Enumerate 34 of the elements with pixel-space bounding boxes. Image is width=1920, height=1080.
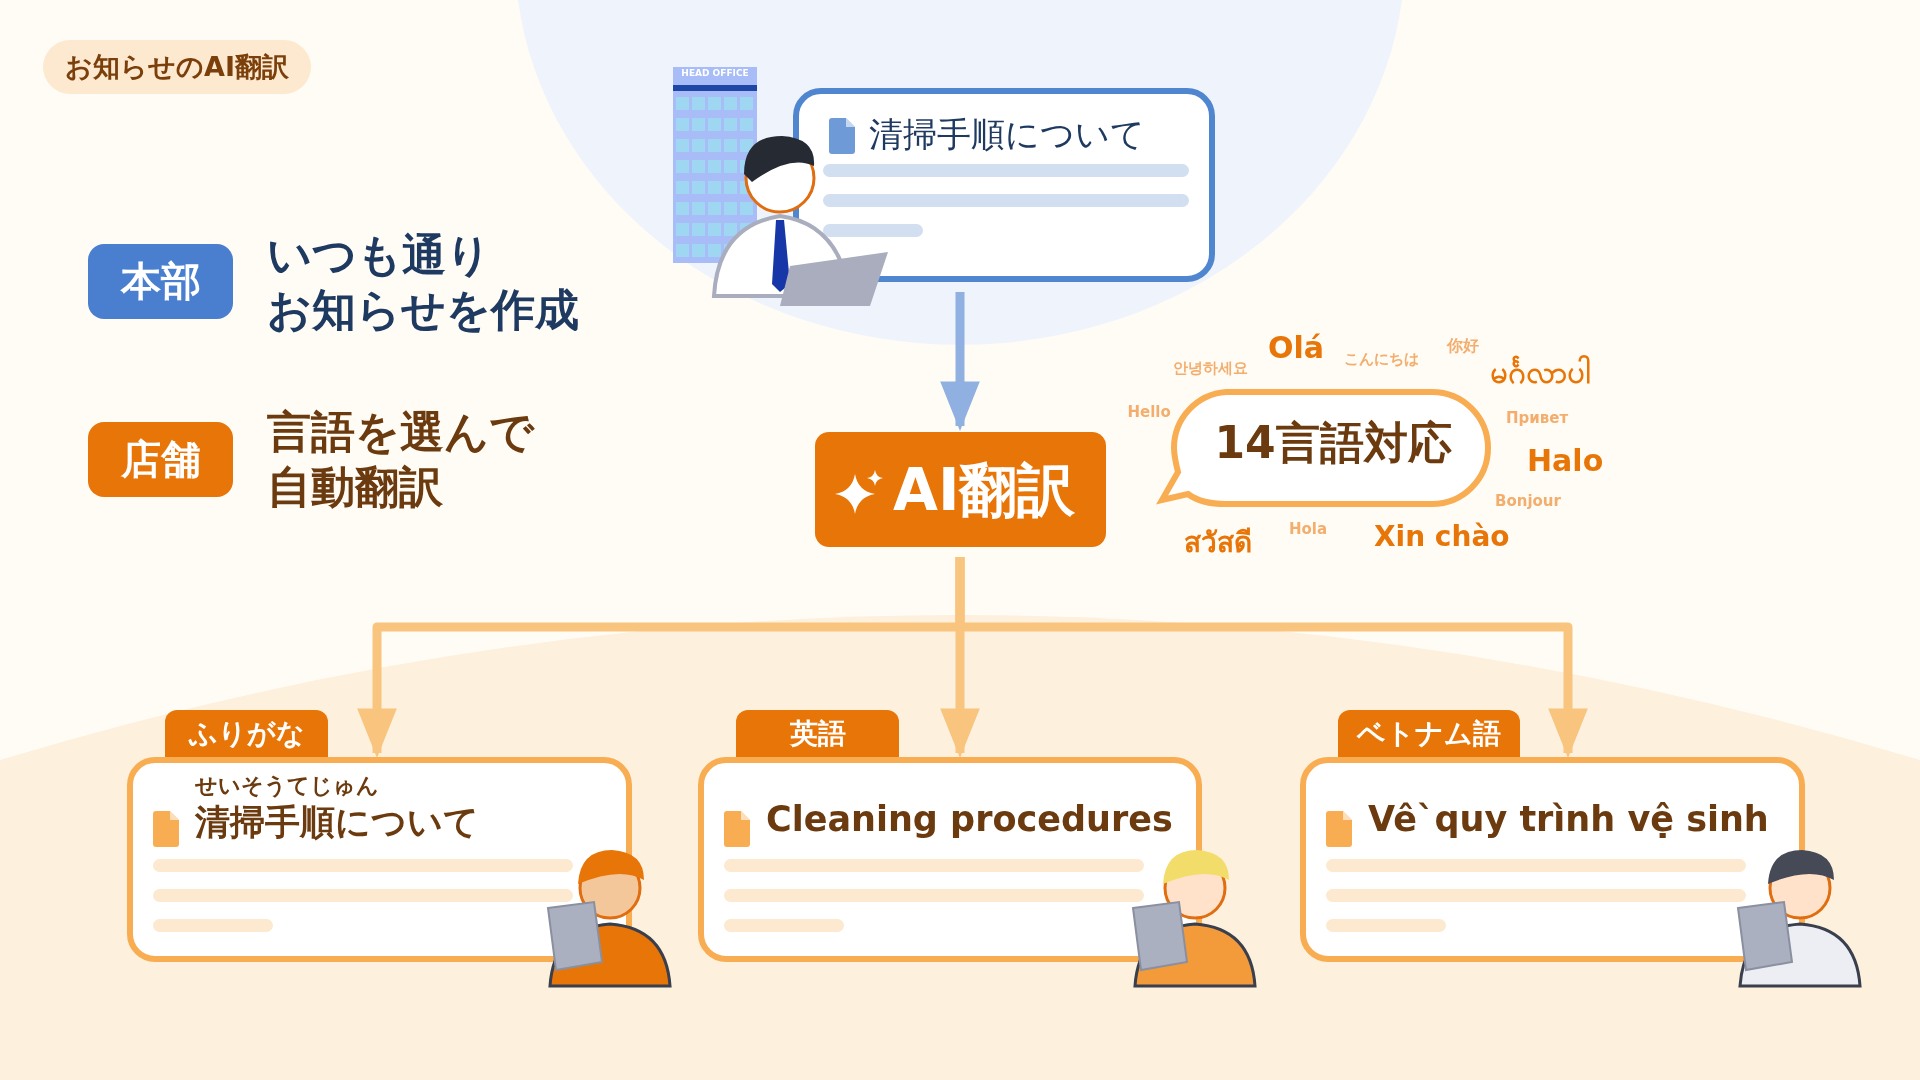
document-title: 清掃手順について — [869, 113, 1145, 156]
greeting-text: 안녕하세요 — [1172, 358, 1248, 378]
title-pill: お知らせのAI翻訳 — [43, 40, 311, 94]
language-tab: 英語 — [736, 710, 899, 757]
language-tab: ベトナム語 — [1338, 710, 1520, 757]
greeting-text: Xin chào — [1374, 520, 1510, 554]
process-box — [815, 432, 1106, 547]
greeting-text: Hello — [1127, 402, 1171, 421]
greeting-text: Bonjour — [1495, 491, 1561, 510]
greeting-text: สวัสดี — [1184, 525, 1252, 562]
arrow — [940, 292, 980, 431]
building-sign-text: HEAD OFFICE — [680, 68, 750, 78]
description-text: お知らせを作成 — [267, 283, 579, 337]
box-label: AI翻訳 — [893, 455, 1076, 526]
arrow — [955, 557, 1588, 758]
document-title: Cleaning procedures — [766, 799, 1173, 839]
greeting-text: Halo — [1527, 443, 1604, 478]
description-text: いつも通り — [267, 228, 491, 282]
ruby-text: せいそうてじゅん — [195, 772, 379, 800]
description-text: 自動翻訳 — [267, 460, 443, 514]
greeting-text: Привет — [1506, 408, 1569, 427]
greeting-text: 你好 — [1447, 335, 1479, 357]
document-card — [793, 88, 1215, 282]
description-text: 言語を選んで — [267, 405, 534, 459]
greeting-text: Olá — [1268, 330, 1325, 365]
bubble-text: 14言語対応 — [1213, 416, 1453, 470]
label-badge: 本部 — [88, 244, 233, 319]
greeting-text: Hola — [1289, 519, 1328, 538]
language-tab: ふりがな — [165, 710, 328, 757]
document-title: Vê`quy trình vệ sinh — [1368, 799, 1769, 839]
label-badge: 店舗 — [88, 422, 233, 497]
greeting-text: こんにちは — [1343, 349, 1419, 369]
greeting-text: မင်္ဂလာပါ — [1489, 354, 1591, 392]
document-title: 清掃手順について — [195, 801, 479, 844]
